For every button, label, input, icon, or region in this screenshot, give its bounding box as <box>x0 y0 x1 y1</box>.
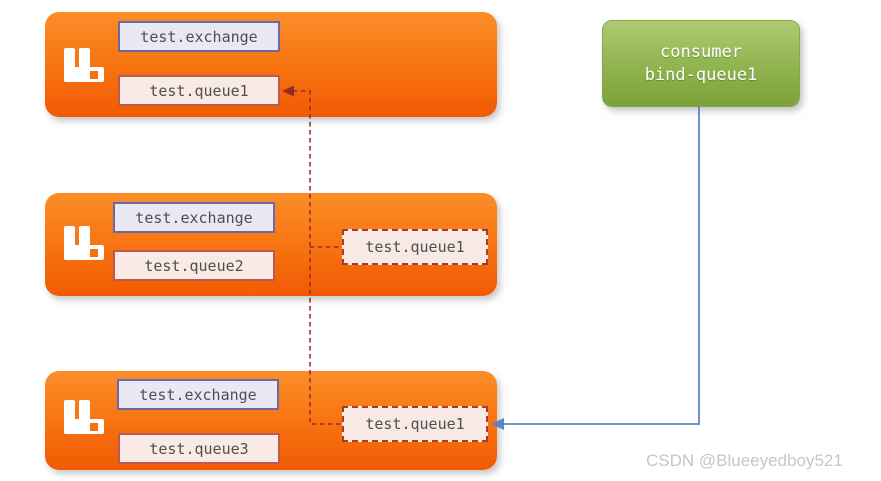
ghost-queue-label-3: test.queue1 <box>342 406 488 442</box>
consumer-box: consumer bind-queue1 <box>602 20 800 107</box>
rabbitmq-icon <box>64 400 104 434</box>
queue3-label: test.queue3 <box>118 433 280 464</box>
consume-line <box>503 106 700 425</box>
broker-box-3: test.exchange test.queue3 <box>45 371 497 470</box>
watermark: CSDN @Blueeyedboy521 <box>646 451 843 470</box>
exchange-label: test.exchange <box>117 379 279 410</box>
exchange-label: test.exchange <box>118 21 280 52</box>
broker-box-1: test.exchange test.queue1 <box>45 12 497 117</box>
ghost-queue-label-2: test.queue1 <box>342 229 488 265</box>
consumer-line2: bind-queue1 <box>644 64 758 85</box>
queue1-label: test.queue1 <box>118 75 280 106</box>
rabbitmq-icon <box>64 226 104 260</box>
consumer-line1: consumer <box>660 41 742 62</box>
rabbitmq-icon <box>64 48 104 82</box>
exchange-label: test.exchange <box>113 202 275 233</box>
queue2-label: test.queue2 <box>113 250 275 281</box>
